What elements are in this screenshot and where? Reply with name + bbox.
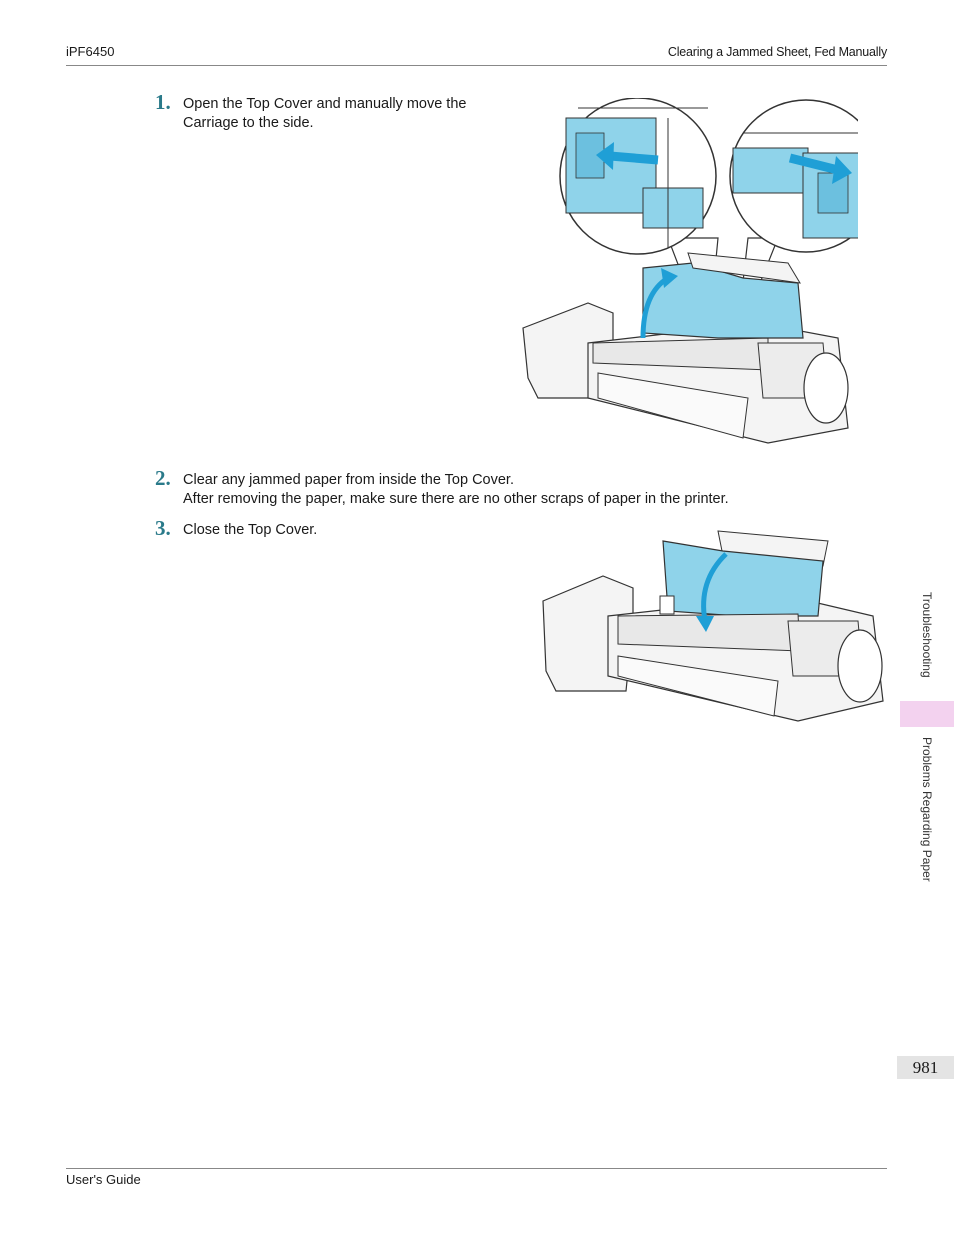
- step-3-number: 3.: [155, 516, 171, 540]
- header-model: iPF6450: [66, 44, 115, 59]
- step-1-text: Open the Top Cover and manually move the…: [183, 95, 466, 133]
- step-2-line-1: Clear any jammed paper from inside the T…: [183, 472, 514, 488]
- step-1-line-1: Open the Top Cover and manually move the: [183, 96, 467, 112]
- page-number: 981: [897, 1056, 954, 1079]
- step-2-number: 2.: [155, 466, 171, 490]
- step-2-text: Clear any jammed paper from inside the T…: [183, 471, 729, 509]
- footer-guide-title: User's Guide: [66, 1172, 141, 1187]
- open-top-cover-illustration: [522, 98, 858, 444]
- header-divider: [66, 65, 887, 66]
- step-3-line-1: Close the Top Cover.: [183, 522, 318, 538]
- sidebar-tab-marker: [900, 701, 954, 727]
- header-section-title: Clearing a Jammed Sheet, Fed Manually: [667, 45, 887, 59]
- step-1-number: 1.: [155, 90, 171, 114]
- close-top-cover-illustration: [542, 530, 884, 722]
- footer-divider: [66, 1168, 887, 1169]
- sidebar-subsection: Problems Regarding Paper: [920, 737, 934, 882]
- step-2-line-2: After removing the paper, make sure ther…: [183, 491, 729, 507]
- sidebar-chapter: Troubleshooting: [920, 592, 934, 678]
- step-1-line-2: Carriage to the side.: [183, 115, 314, 131]
- step-3-text: Close the Top Cover.: [183, 521, 317, 540]
